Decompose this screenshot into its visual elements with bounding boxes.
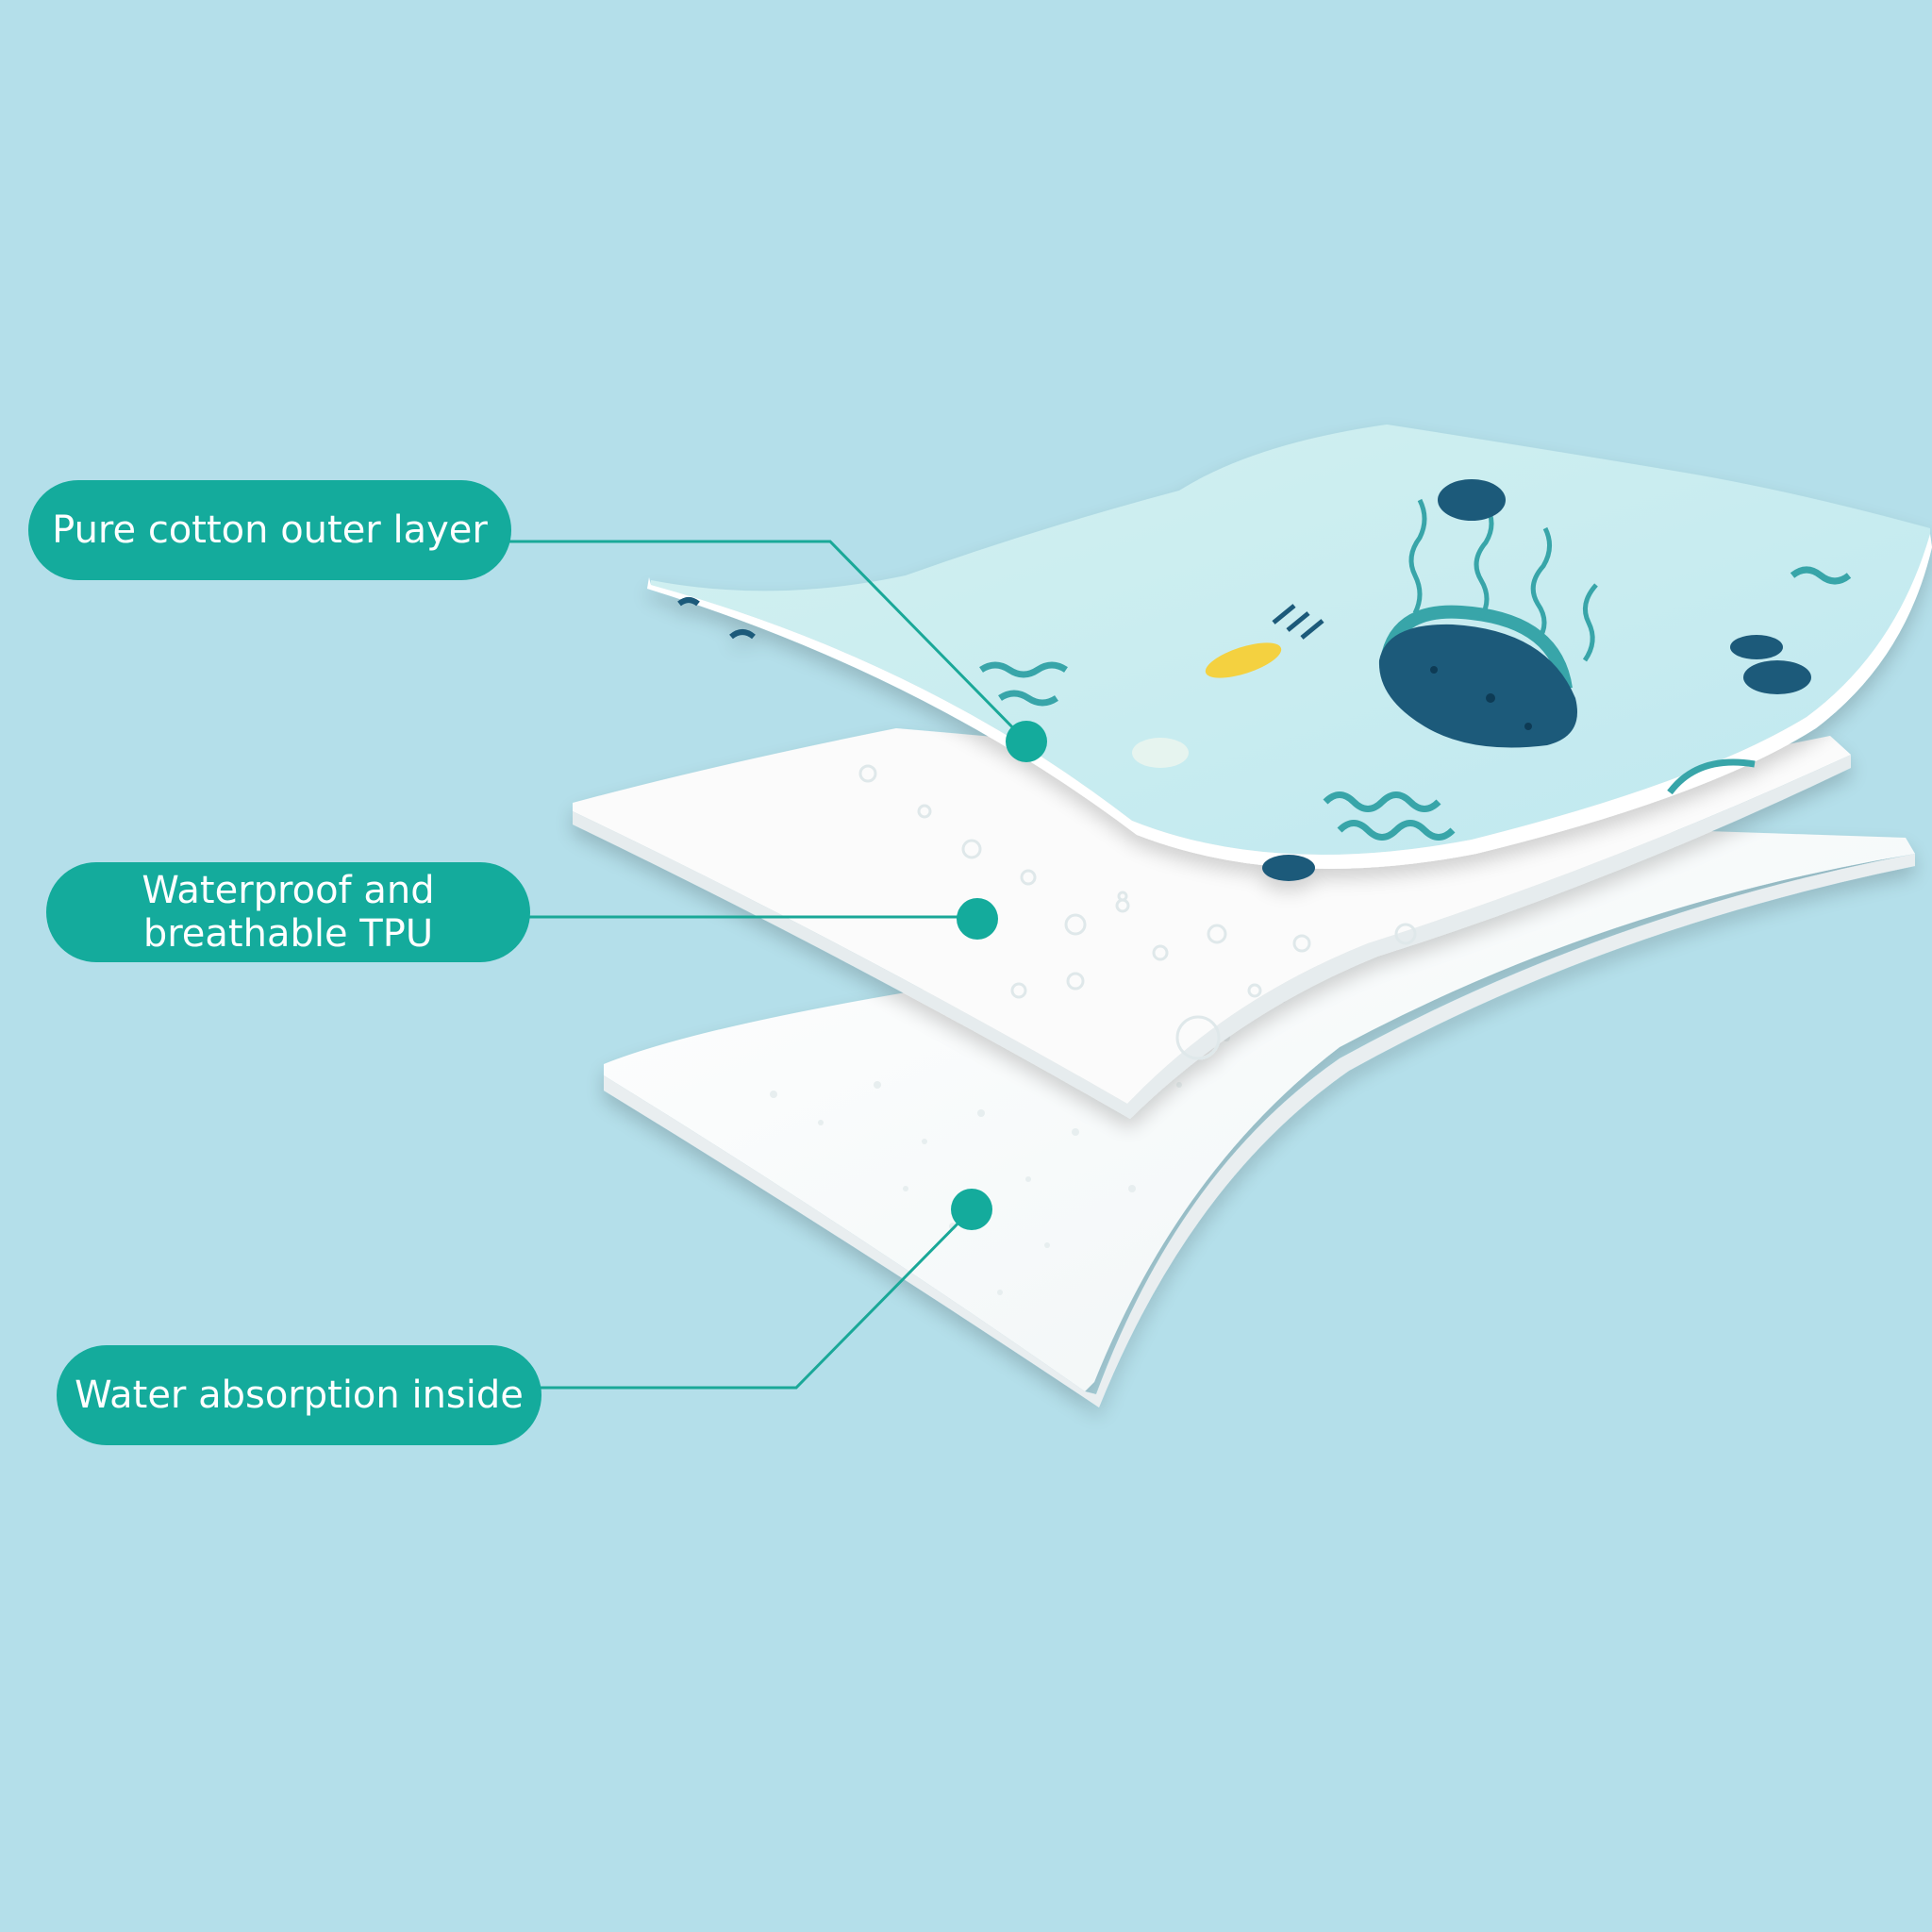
fabric-print — [677, 479, 1852, 881]
label-text: Water absorption inside — [75, 1374, 524, 1417]
leader-line-absorb — [540, 1208, 974, 1390]
marker-dot-absorb — [951, 1189, 992, 1230]
label-pure-cotton-outer-layer: Pure cotton outer layer — [28, 480, 511, 580]
marker-dot-cotton — [1006, 721, 1047, 762]
label-text-line-1: Waterproof and — [142, 869, 435, 912]
wave-icon — [979, 566, 1852, 841]
label-text-line-2: breathable TPU — [142, 912, 434, 956]
leader-lines — [509, 540, 1028, 1390]
fish-icon — [1205, 604, 1324, 678]
leader-line-cotton — [509, 540, 1028, 743]
jellyfish-icon — [1378, 498, 1598, 748]
cotton-layer — [647, 425, 1932, 881]
bubble-icon — [677, 479, 1811, 881]
label-waterproof-breathable-tpu: Waterproof and breathable TPU — [46, 862, 530, 962]
marker-dot-tpu — [957, 898, 998, 940]
label-water-absorption-inside: Water absorption inside — [57, 1345, 541, 1445]
label-text: Pure cotton outer layer — [52, 508, 488, 552]
water-drop-icon — [858, 764, 1417, 1060]
